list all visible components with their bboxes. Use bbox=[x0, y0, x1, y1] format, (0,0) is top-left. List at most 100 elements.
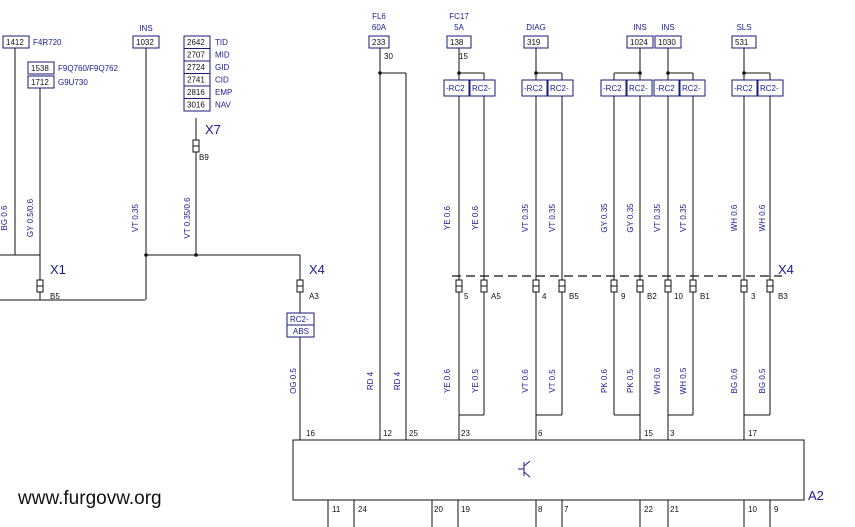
variant-label: G9U730 bbox=[58, 78, 88, 87]
rc2-box bbox=[469, 79, 496, 97]
rc2-box bbox=[600, 79, 627, 97]
rc2-label: -RC2 bbox=[603, 84, 622, 93]
circuit-header: 5A bbox=[454, 23, 464, 32]
wire-number-box bbox=[27, 75, 55, 89]
connector-pin-label: 4 bbox=[542, 292, 547, 301]
wire-gauge-label: YE 0.6 bbox=[443, 205, 452, 230]
wire-gauge-label: OG 0.5 bbox=[289, 368, 298, 394]
connector-pin-label: 3 bbox=[751, 292, 756, 301]
a2-pin-bottom: 19 bbox=[461, 505, 470, 514]
wire-gauge-label: VT 0.35 bbox=[521, 204, 530, 232]
a2-pin-top: 23 bbox=[461, 429, 470, 438]
rc2-label: RC2- bbox=[550, 84, 569, 93]
wire-number-box bbox=[626, 35, 654, 49]
wire-gauge-label: YE 0.5 bbox=[471, 368, 480, 393]
connector-pin-label: B5 bbox=[569, 292, 579, 301]
a2-pin-top: 15 bbox=[644, 429, 653, 438]
rc2-box bbox=[757, 79, 784, 97]
connector-pin-label: 5 bbox=[464, 292, 469, 301]
a2-pin-bottom: 9 bbox=[774, 505, 779, 514]
wire-gauge-label: VT 0.35/0.6 bbox=[183, 197, 192, 239]
wire-number-box bbox=[368, 35, 390, 49]
wire-gauge-label: WH 0.6 bbox=[758, 204, 767, 231]
wire-gauge-label: VT 0.35 bbox=[548, 204, 557, 232]
a2-pin-bottom: 20 bbox=[434, 505, 443, 514]
connector-pin-label: A5 bbox=[491, 292, 501, 301]
rc2-abs-line2: ABS bbox=[293, 327, 309, 336]
wire-number: 1538 bbox=[31, 64, 49, 73]
x7-row-label: GID bbox=[215, 63, 229, 72]
circuit-header: DIAG bbox=[526, 23, 546, 32]
a2-pin-bottom: 7 bbox=[564, 505, 569, 514]
rc2-label: RC2- bbox=[682, 84, 701, 93]
wire-number: 1412 bbox=[6, 38, 24, 47]
connector-pin-label: B5 bbox=[50, 292, 60, 301]
a2-pin-top: 16 bbox=[306, 429, 315, 438]
x7-row-number: 2707 bbox=[187, 51, 205, 60]
rc2-label: -RC2 bbox=[734, 84, 753, 93]
watermark: www.furgovw.org bbox=[17, 488, 162, 509]
x7-row-number: 2642 bbox=[187, 38, 205, 47]
wire-gauge-label: BG 0.6 bbox=[0, 205, 9, 230]
circuit-header: INS bbox=[661, 23, 674, 32]
a2-pin-top: 17 bbox=[748, 429, 757, 438]
wire-gauge-label: VT 0.35 bbox=[131, 204, 140, 232]
rc2-abs-line1: RC2- bbox=[290, 315, 309, 324]
circuit-header: INS bbox=[633, 23, 646, 32]
pin-label: 15 bbox=[459, 52, 468, 61]
a2-pin-bottom: 11 bbox=[332, 505, 341, 514]
wire-gauge-label: VT 0.35 bbox=[679, 204, 688, 232]
wire-gauge-label: VT 0.6 bbox=[521, 369, 530, 393]
circuit-header: SLS bbox=[736, 23, 751, 32]
wire-gauge-label: VT 0.35 bbox=[653, 204, 662, 232]
circuit-header: 60A bbox=[372, 23, 387, 32]
x7-row-label: NAV bbox=[215, 101, 232, 110]
circuit-header: FC17 bbox=[449, 12, 469, 21]
wire-number: 1032 bbox=[136, 38, 154, 47]
x7-row-number: 2816 bbox=[187, 88, 205, 97]
x7-row-number: 2741 bbox=[187, 76, 205, 85]
rc2-box bbox=[626, 79, 653, 97]
rc2-box bbox=[653, 79, 680, 97]
rc2-label: RC2- bbox=[629, 84, 648, 93]
a2-pin-bottom: 21 bbox=[670, 505, 679, 514]
circuit-header: FL6 bbox=[372, 12, 386, 21]
rc2-label: -RC2 bbox=[446, 84, 465, 93]
wire-number: 1030 bbox=[658, 38, 676, 47]
wires bbox=[0, 48, 771, 527]
wire-gauge-label: RD 4 bbox=[393, 371, 402, 390]
a2-pin-top: 12 bbox=[383, 429, 392, 438]
wire-gauge-label: PK 0.6 bbox=[600, 368, 609, 393]
rc2-abs-box: RC2- ABS bbox=[286, 312, 315, 338]
x7-row-box bbox=[183, 98, 211, 112]
connector-pin-label: B3 bbox=[778, 292, 788, 301]
wire-gauge-label: YE 0.6 bbox=[471, 205, 480, 230]
rc2-label: -RC2 bbox=[656, 84, 675, 93]
connector-pin-label: A3 bbox=[309, 292, 319, 301]
a2-pin-top: 25 bbox=[409, 429, 418, 438]
connector-x7-name: X7 bbox=[205, 122, 221, 137]
a2-pin-bottom: 8 bbox=[538, 505, 543, 514]
variant-label: F4R720 bbox=[33, 38, 62, 47]
connector-x4-right-name: X4 bbox=[778, 262, 794, 277]
wire-number: 233 bbox=[372, 38, 386, 47]
a2-pin-bottom: 24 bbox=[358, 505, 367, 514]
rc2-label: RC2- bbox=[760, 84, 779, 93]
wire-gauge-label: GY 0.35 bbox=[626, 203, 635, 233]
rc2-box bbox=[731, 79, 758, 97]
variant-label: F9Q760/F9Q762 bbox=[58, 64, 119, 73]
wire-number-box bbox=[27, 61, 55, 75]
rc2-box bbox=[443, 79, 470, 97]
rc2-box bbox=[521, 79, 548, 97]
x7-row-label: MID bbox=[215, 51, 230, 60]
connector-pin-label: B1 bbox=[700, 292, 710, 301]
wire-gauge-label: YE 0.6 bbox=[443, 368, 452, 393]
rc2-label: -RC2 bbox=[524, 84, 543, 93]
rc2-box bbox=[547, 79, 574, 97]
a2-pin-top: 6 bbox=[538, 429, 543, 438]
wire-number-box bbox=[654, 35, 682, 49]
connector-pin-label: B9 bbox=[199, 153, 209, 162]
